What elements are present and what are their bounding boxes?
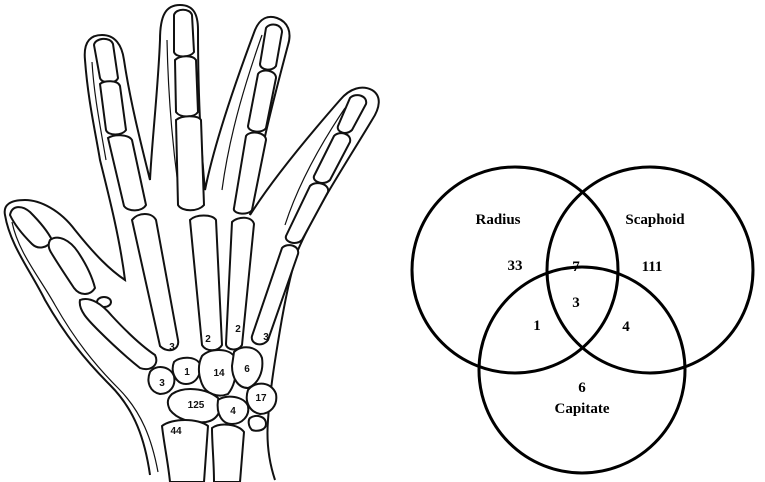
- little-middle-phalanx: [314, 133, 350, 183]
- metacarpal-2-bone: [132, 214, 178, 350]
- ring-distal-phalanx: [260, 25, 282, 70]
- scaphoid-set-label: Scaphoid: [625, 212, 685, 228]
- all-three-count: 3: [572, 295, 580, 311]
- radius-set-label: Radius: [475, 212, 520, 228]
- count-lunate: 4: [230, 406, 236, 417]
- little-finger: [252, 95, 366, 344]
- middle-middle-phalanx: [175, 56, 198, 116]
- capitate-only-count: 6: [578, 380, 586, 396]
- count-metacarpal-1: 3: [169, 342, 175, 353]
- capitate-set-label: Capitate: [555, 401, 610, 417]
- little-proximal-phalanx: [286, 183, 328, 243]
- radius-bone: [162, 420, 208, 482]
- pisiform-bone: [249, 416, 266, 431]
- scaphoid-capitate-count: 4: [622, 319, 630, 335]
- count-metacarpal-2: 2: [205, 334, 211, 345]
- metacarpal-3-bone: [190, 216, 222, 351]
- middle-proximal-phalanx: [176, 116, 204, 210]
- radius-capitate-count: 1: [533, 318, 541, 334]
- radius-only-count: 33: [508, 258, 523, 274]
- index-middle-phalanx: [100, 81, 126, 134]
- carpal-bones: [148, 347, 276, 431]
- ring-proximal-phalanx: [234, 133, 266, 214]
- metacarpal-5-bone: [252, 245, 298, 344]
- count-trapezoid: 1: [184, 367, 190, 378]
- index-distal-phalanx: [94, 39, 118, 83]
- thumb-distal-phalanx: [10, 207, 52, 247]
- count-metacarpal-3: 2: [235, 324, 241, 335]
- ring-middle-phalanx: [248, 71, 276, 132]
- index-proximal-phalanx: [108, 135, 146, 210]
- count-hamate: 6: [244, 364, 250, 375]
- middle-distal-phalanx: [174, 10, 194, 57]
- count-metacarpal-4: 3: [263, 332, 269, 343]
- capitate-circle: [479, 267, 685, 473]
- count-triquetrum: 17: [255, 393, 267, 404]
- scaphoid-only-count: 111: [642, 259, 663, 275]
- ulna-bone: [212, 425, 244, 482]
- count-scaphoid: 125: [188, 400, 205, 411]
- count-trapezium: 3: [159, 378, 165, 389]
- count-capitate: 14: [213, 368, 225, 379]
- radius-scaphoid-count: 7: [572, 259, 580, 275]
- hand-illustration: 3 2 2 3 3 1 14 6 17 125 4 44: [5, 5, 379, 482]
- venn-diagram: Radius Scaphoid Capitate 33 7 111 3 1 4 …: [412, 167, 753, 473]
- count-radius: 44: [170, 426, 182, 437]
- little-distal-phalanx: [338, 95, 366, 133]
